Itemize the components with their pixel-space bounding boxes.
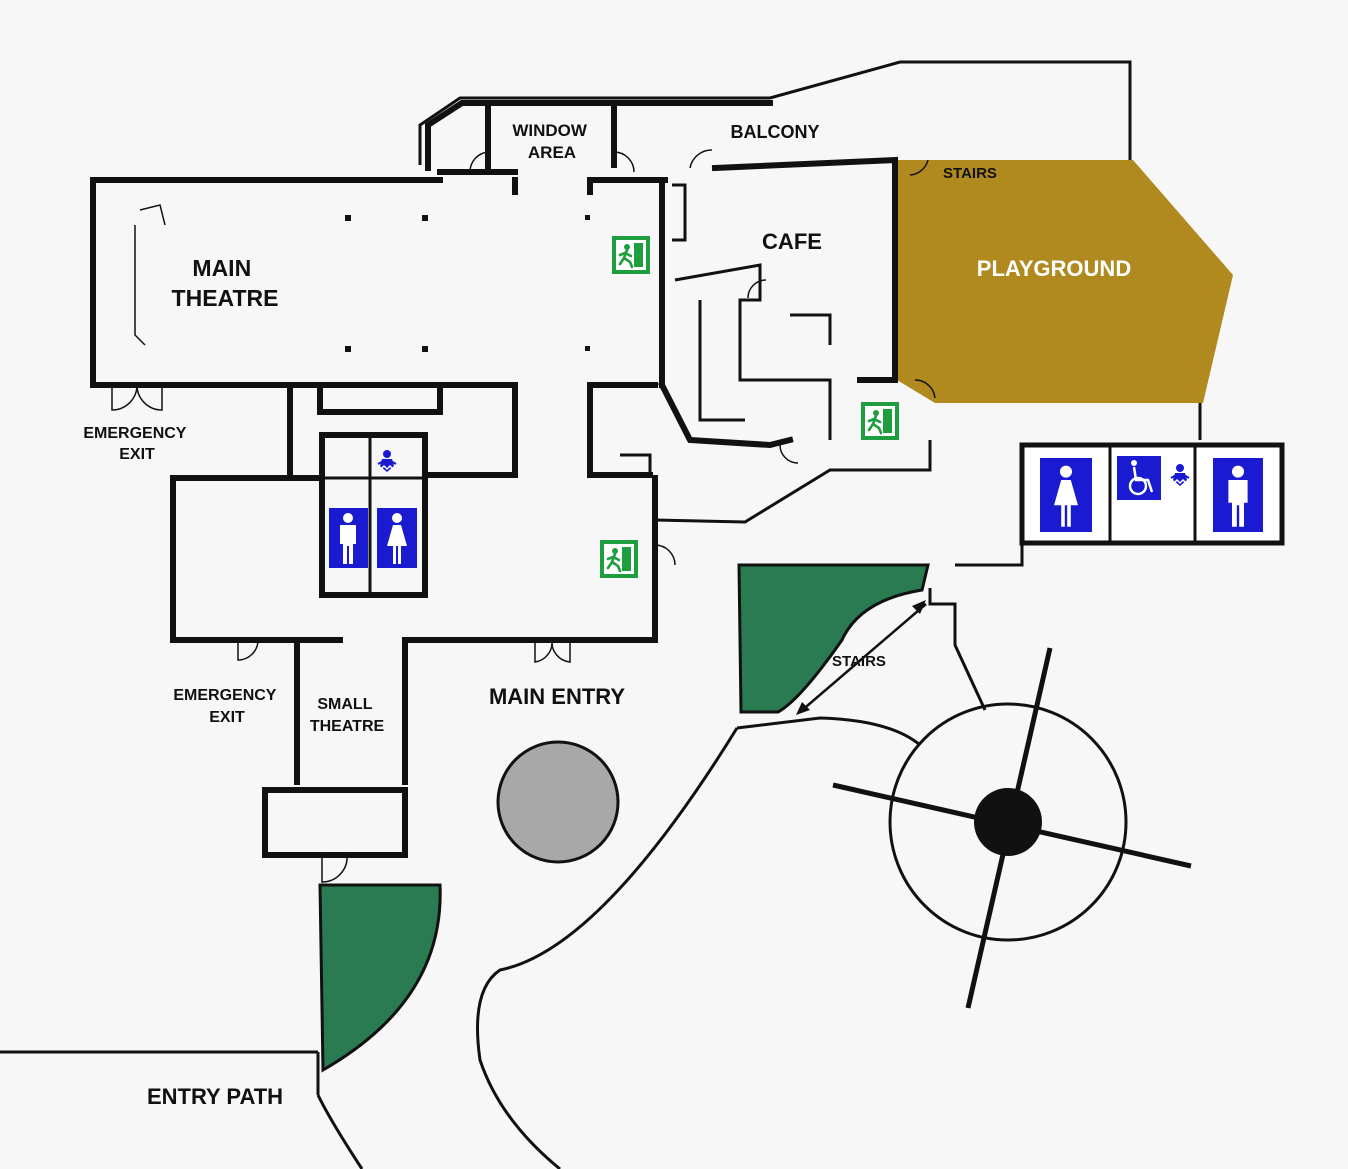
accessible-icon <box>1128 460 1154 496</box>
paths <box>0 403 1202 1169</box>
label-emergency-exit-2: EMERGENCY EXIT <box>173 687 280 726</box>
label-entry-path: ENTRY PATH <box>147 1084 283 1109</box>
fountain-circle <box>496 740 620 864</box>
circular-feature <box>832 647 1192 1009</box>
label-balcony: BALCONY <box>731 122 820 142</box>
label-window-area: WINDOW AREA <box>512 121 591 162</box>
label-stairs-top: STAIRS <box>943 165 997 182</box>
doors <box>111 149 936 883</box>
emergency-exit-sign-icon <box>859 400 901 442</box>
garden-bed-upper <box>737 563 930 714</box>
label-playground: PLAYGROUND <box>977 256 1131 281</box>
restroom-signs-inside <box>329 449 417 568</box>
label-emergency-exit-1: EMERGENCY EXIT <box>83 425 190 463</box>
restroom-building <box>1019 442 1285 546</box>
label-main-theatre: MAIN THEATRE <box>172 255 279 311</box>
label-main-entry: MAIN ENTRY <box>489 684 625 709</box>
garden-bed-lower <box>318 883 442 1073</box>
playground-area <box>897 160 1233 403</box>
emergency-exit-sign-icon <box>598 538 640 580</box>
label-stairs-garden: STAIRS <box>832 653 886 670</box>
label-small-theatre: SMALL THEATRE <box>310 696 385 735</box>
building-walls <box>90 60 1132 858</box>
stairs-arrows <box>796 600 927 715</box>
emergency-exit-sign-icon <box>610 234 652 276</box>
label-cafe: CAFE <box>762 229 822 254</box>
theatre-interior <box>134 204 590 352</box>
